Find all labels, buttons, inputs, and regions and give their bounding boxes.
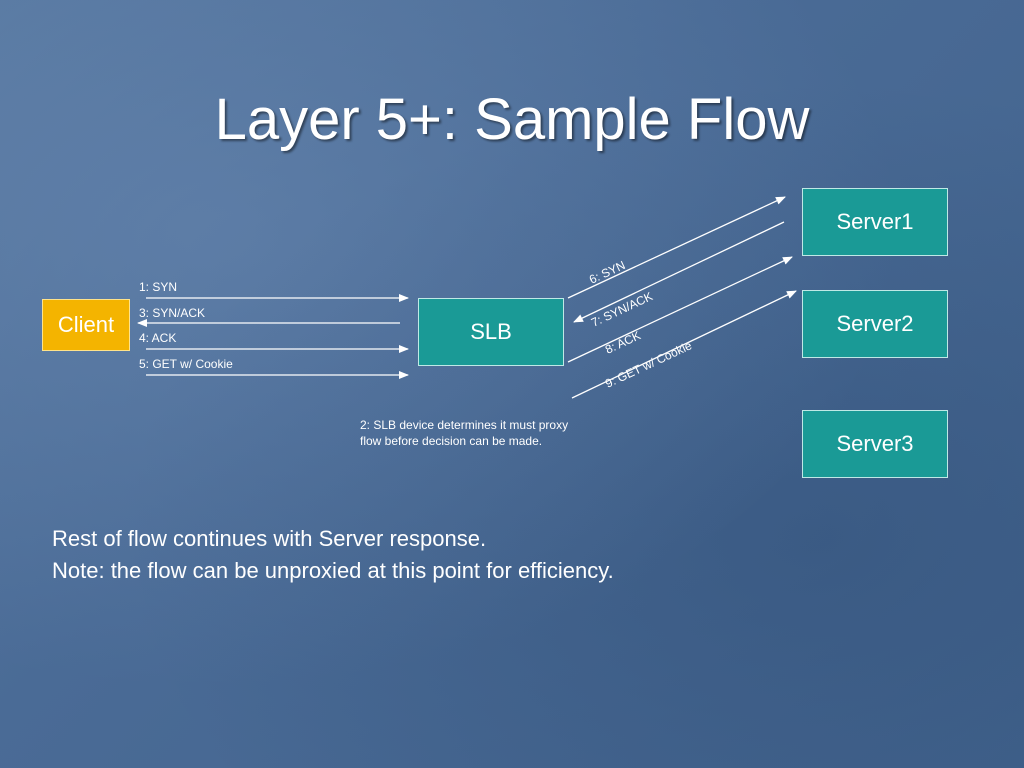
slide-body: Rest of flow continues with Server respo…	[52, 523, 614, 587]
body-line: Rest of flow continues with Server respo…	[52, 526, 487, 551]
note-line: 2: SLB device determines it must proxy	[360, 418, 569, 432]
server2-node: Server2	[802, 290, 948, 358]
note-line: flow before decision can be made.	[360, 434, 543, 448]
message-label-get: 5: GET w/ Cookie	[139, 357, 233, 371]
arrow-get-slb-to-server2	[571, 290, 797, 399]
server3-node: Server3	[802, 410, 948, 478]
client-node: Client	[42, 299, 130, 351]
message-label-synack: 3: SYN/ACK	[139, 306, 206, 320]
slb-node: SLB	[418, 298, 564, 366]
slb-decision-note: 2: SLB device determines it must proxy f…	[360, 417, 620, 449]
arrow-ack-slb-to-server1	[567, 256, 793, 363]
arrow-synack-server1-to-slb	[573, 221, 785, 323]
arrow-syn-slb-to-server1	[567, 196, 786, 299]
body-line: Note: the flow can be unproxied at this …	[52, 558, 614, 583]
slide-title: Layer 5+: Sample Flow	[214, 87, 810, 152]
message-label-ack: 4: ACK	[139, 331, 177, 345]
message-label-syn: 1: SYN	[139, 280, 178, 294]
server1-node: Server1	[802, 188, 948, 256]
